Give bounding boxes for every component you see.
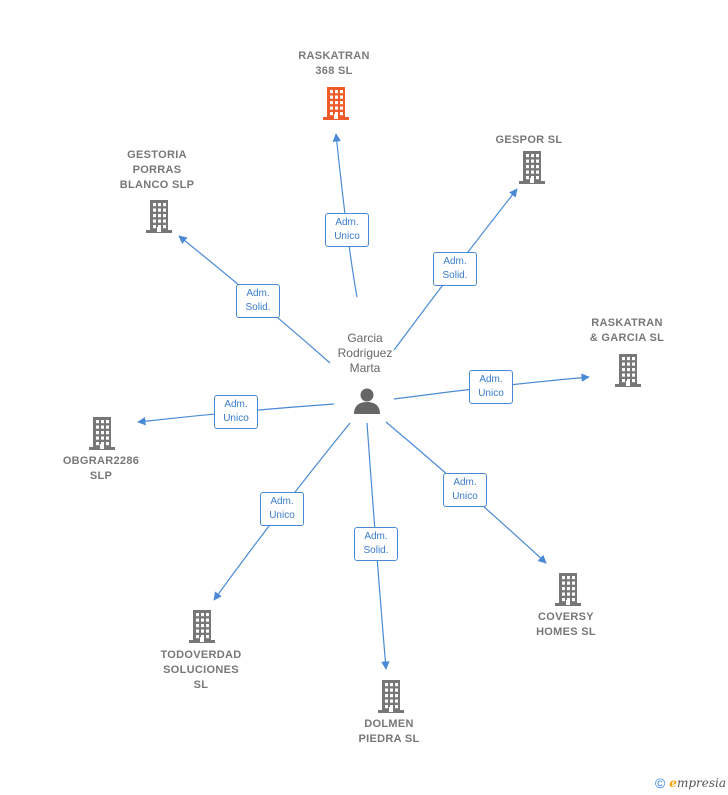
copyright-icon: ©: [654, 775, 666, 791]
role-badge-dolmen[interactable]: Adm. Solid.: [354, 527, 398, 561]
company-name-raskatran-368[interactable]: RASKATRAN 368 SL: [298, 50, 370, 77]
role-badge-coversy[interactable]: Adm. Unico: [443, 473, 487, 507]
company-name-coversy[interactable]: COVERSY HOMES SL: [536, 611, 596, 638]
company-name-dolmen[interactable]: DOLMEN PIEDRA SL: [358, 718, 420, 745]
role-badge-obgrar[interactable]: Adm. Unico: [214, 395, 258, 429]
role-badge-gestoria[interactable]: Adm. Solid.: [236, 284, 280, 318]
brand-logo[interactable]: empresia: [669, 776, 726, 790]
role-badge-raskatran-368[interactable]: Adm. Unico: [325, 213, 369, 247]
company-name-todoverdad[interactable]: TODOVERDAD SOLUCIONES SL: [160, 648, 242, 691]
building-icon-gespor[interactable]: [516, 149, 548, 190]
role-badge-todoverdad[interactable]: Adm. Unico: [260, 492, 304, 526]
company-name-gestoria[interactable]: GESTORIA PORRAS BLANCO SLP: [119, 148, 195, 191]
company-name-gespor[interactable]: GESPOR SL: [495, 133, 563, 146]
building-icon-raskatran-garcia[interactable]: [612, 352, 644, 393]
building-icon-raskatran-368[interactable]: [320, 85, 352, 126]
role-badge-gespor[interactable]: Adm. Solid.: [433, 252, 477, 286]
building-icon-gestoria[interactable]: [143, 198, 175, 239]
footer: © empresia: [655, 775, 726, 791]
building-icon-todoverdad[interactable]: [186, 608, 218, 649]
building-icon-coversy[interactable]: [552, 571, 584, 612]
company-name-raskatran-garcia[interactable]: RASKATRAN & GARCIA SL: [589, 317, 665, 344]
company-name-obgrar[interactable]: OBGRAR2286 SLP: [62, 455, 140, 482]
role-badge-raskatran-garcia[interactable]: Adm. Unico: [469, 370, 513, 404]
center-person-name: Garcia Rodriguez Marta: [337, 331, 393, 375]
person-icon[interactable]: [352, 386, 382, 416]
building-icon-dolmen[interactable]: [375, 678, 407, 719]
building-icon-obgrar[interactable]: [86, 415, 118, 456]
